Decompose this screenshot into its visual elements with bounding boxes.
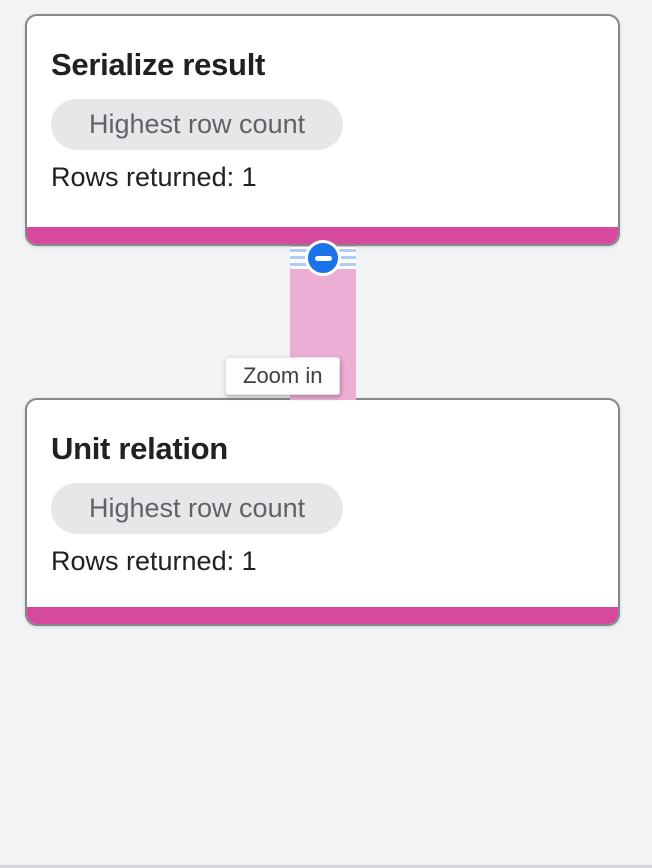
collapse-edge-button[interactable]	[305, 240, 341, 276]
minus-icon	[314, 255, 332, 261]
stage-card-content: Unit relation Highest row count Rows ret…	[27, 400, 618, 577]
highest-row-count-badge: Highest row count	[51, 483, 344, 534]
stage-highlight-bar	[27, 227, 618, 244]
stage-card-unit-relation[interactable]: Unit relation Highest row count Rows ret…	[25, 398, 620, 626]
zoom-in-tooltip: Zoom in	[225, 357, 341, 395]
highest-row-count-badge: Highest row count	[51, 99, 344, 150]
panel-bottom-border	[0, 865, 652, 868]
stage-title: Unit relation	[51, 431, 228, 466]
stage-card-serialize-result[interactable]: Serialize result Highest row count Rows …	[25, 14, 620, 246]
stage-highlight-bar	[27, 607, 618, 624]
stage-card-content: Serialize result Highest row count Rows …	[27, 16, 618, 193]
rows-returned-label: Rows returned: 1	[51, 162, 257, 192]
rows-returned-label: Rows returned: 1	[51, 546, 257, 576]
stage-title: Serialize result	[51, 47, 266, 82]
